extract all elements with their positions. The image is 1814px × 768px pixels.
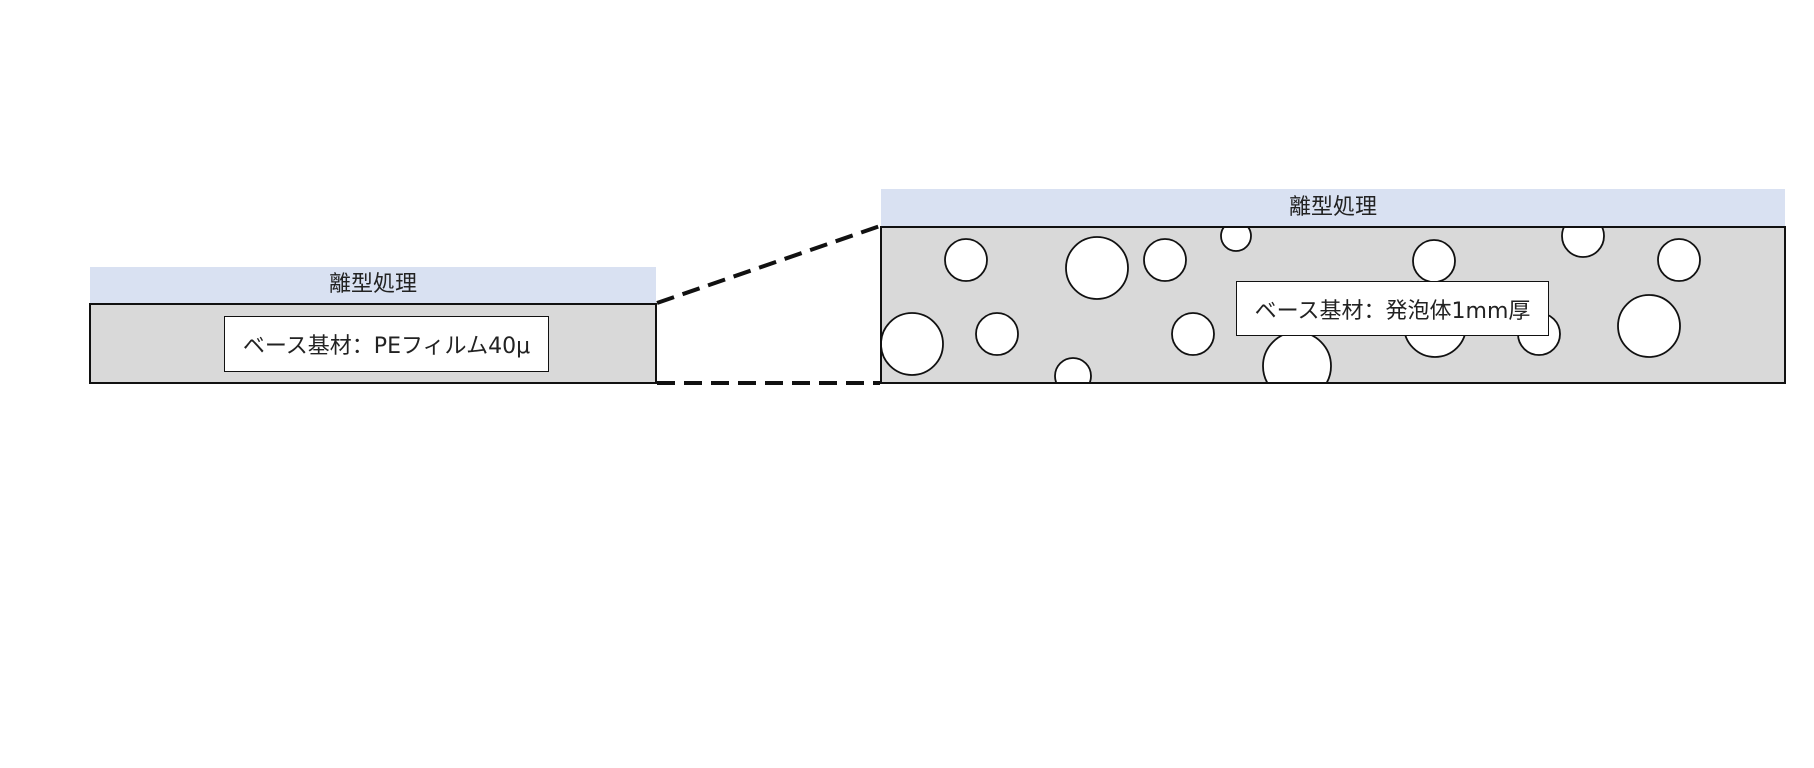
foam-bubble [1561,228,1605,258]
foam-bubble [1054,357,1092,382]
foam-bubble [1262,331,1332,382]
foam-bubbles [882,228,1701,382]
foam-bubble [975,312,1019,356]
foam-bubble [1171,312,1215,356]
right-base-label: ベース基材：発泡体1mm厚 [1236,281,1549,336]
right-release-layer: 離型処理 [881,189,1785,226]
left-base-layer: ベース基材：PEフィルム40μ [89,303,657,384]
foam-bubble [1143,238,1187,282]
right-base-layer: ベース基材：発泡体1mm厚 [880,226,1786,384]
foam-bubble [944,238,988,282]
foam-bubble [1065,236,1129,300]
foam-bubble [1220,228,1252,252]
foam-bubble [882,312,944,376]
foam-bubble [1412,239,1456,283]
foam-bubble [1657,238,1701,282]
left-release-layer: 離型処理 [90,267,656,303]
foam-bubble [1617,294,1681,358]
left-base-label: ベース基材：PEフィルム40μ [224,316,549,372]
connector-top-line [656,224,881,305]
